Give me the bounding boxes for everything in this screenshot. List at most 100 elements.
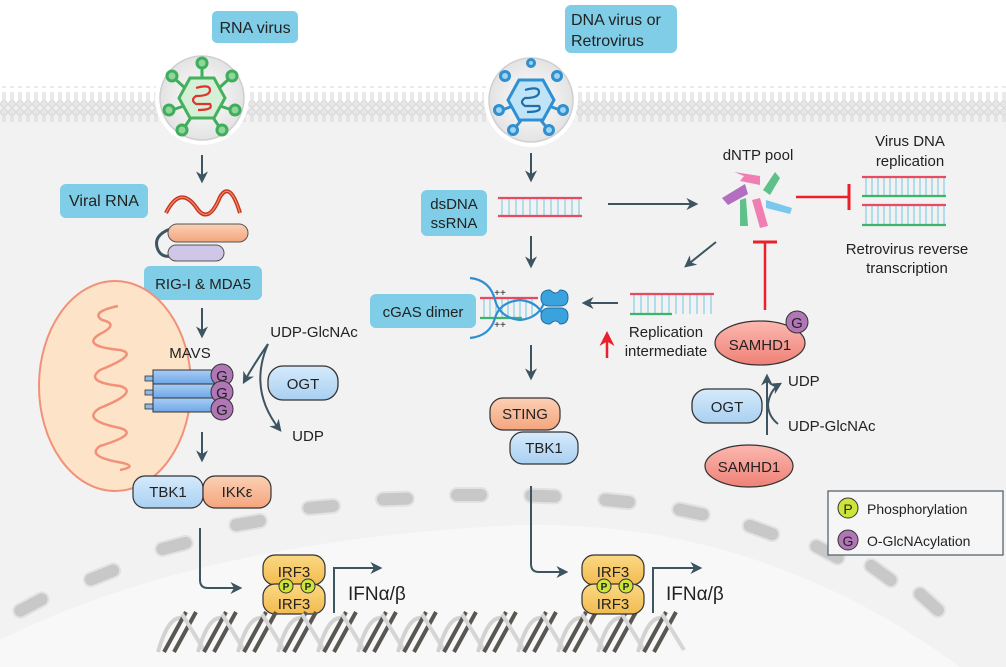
p-mark-icon: P <box>300 578 316 594</box>
dntp-pool-icon <box>722 172 792 228</box>
udp-glcnac-label-right: UDP-GlcNAc <box>788 418 876 435</box>
svg-text:DNA virus or: DNA virus or <box>571 12 661 29</box>
g-mark-icon: G <box>210 397 234 421</box>
cgas-protein-icon <box>540 289 569 325</box>
nuclear-pore-dash <box>375 490 415 508</box>
ifn-label-right: IFNα/β <box>666 584 724 605</box>
genomic-dna-helix <box>156 611 686 653</box>
mavs-proteins <box>144 369 219 413</box>
replication-intermediate-line2: intermediate <box>625 343 708 360</box>
nuclear-pore-dash <box>863 557 899 589</box>
svg-text:O-GlcNAcylation: O-GlcNAcylation <box>867 533 970 549</box>
dsdna-ladder <box>498 196 582 218</box>
nucleus <box>0 524 960 667</box>
rig-i-mda5-label-text: RIG-I & MDA5 <box>155 276 251 293</box>
svg-text:SAMHD1: SAMHD1 <box>729 337 792 354</box>
mavs-glcnac-marks: G G G <box>210 363 234 421</box>
g-mark-icon: G <box>843 533 854 549</box>
transcription-arrow-left <box>333 562 383 613</box>
charge-bottom: ++ <box>494 320 506 331</box>
udp-release-arrow <box>259 343 282 432</box>
svg-text:G: G <box>791 315 803 332</box>
nuclear-pore-dash <box>671 501 711 523</box>
svg-text:Retrovirus: Retrovirus <box>571 33 644 50</box>
replicating-dna-ladders <box>862 175 946 227</box>
charge-top: ++ <box>494 288 506 299</box>
irf3-dimer-left: IRF3 IRF3 P P <box>262 554 326 615</box>
reverse-transcription-line1: Retrovirus reverse <box>846 241 969 258</box>
svg-text:P: P <box>623 582 630 593</box>
sting-tbk1-complex: STING TBK1 <box>489 397 579 465</box>
svg-text:P: P <box>283 582 290 593</box>
cgas-dimer-label: cGAS dimer <box>370 294 476 328</box>
svg-text:dsDNA: dsDNA <box>430 196 478 213</box>
svg-text:G: G <box>216 385 228 402</box>
p-mark-icon: P <box>618 578 634 594</box>
viral-rna-strand <box>164 189 242 217</box>
udp-glcnac-label-left: UDP-GlcNAc <box>270 324 358 341</box>
irf3-bottom-label: IRF3 <box>597 596 630 613</box>
svg-text:cGAS dimer: cGAS dimer <box>383 304 464 321</box>
rig-i-protein <box>155 223 249 262</box>
samhd1-unmodified: SAMHD1 <box>704 444 794 488</box>
nuclear-pore-dash <box>82 562 122 588</box>
nuclear-pore-dash <box>12 591 50 619</box>
dsdna-ssrna-label: dsDNA ssRNA <box>421 190 487 236</box>
nuclear-pore-dash <box>597 491 637 511</box>
g-mark-icon: G <box>785 310 809 334</box>
nuclear-pore-dash <box>912 585 946 619</box>
mavs-label: MAVS <box>169 345 210 362</box>
nuclear-pore-dash <box>301 497 341 517</box>
rna-virus-label-text: RNA virus <box>219 20 290 37</box>
svg-text:OGT: OGT <box>287 376 320 393</box>
inhibit-dntp-replication <box>796 184 851 210</box>
ikke-label: IKKε <box>222 484 253 501</box>
irf3-bottom-label: IRF3 <box>278 596 311 613</box>
arrow-tbk1-to-irf3-right <box>530 486 569 578</box>
arrow-dntp-to-intermediate <box>684 241 717 268</box>
irf3-top-label: IRF3 <box>278 564 311 581</box>
transcription-arrow-right <box>652 562 703 613</box>
dna-virus-particle <box>484 53 578 147</box>
svg-text:G: G <box>216 368 228 385</box>
legend-item-o-glcnacylation: G O-GlcNAcylation <box>837 529 970 551</box>
nuclear-pore-dash <box>228 512 268 534</box>
irf3-dimer-right: IRF3 IRF3 P P <box>581 554 645 615</box>
udp-label-left: UDP <box>292 428 324 445</box>
replication-intermediate-line1: Replication <box>629 324 703 341</box>
nuclear-pore-dash <box>154 534 194 558</box>
tbk1-label-right: TBK1 <box>525 440 563 457</box>
svg-text:SAMHD1: SAMHD1 <box>718 459 781 476</box>
nuclear-pore-dash <box>449 487 489 503</box>
tbk1-ikke-complex: TBK1 IKKε <box>132 475 272 509</box>
samhd1-glcnac-modified: SAMHD1 G <box>714 310 809 366</box>
tbk1-label-left: TBK1 <box>149 484 187 501</box>
virus-dna-replication-line2: replication <box>876 153 944 170</box>
reverse-transcription-line2: transcription <box>866 260 948 277</box>
arrow-tbk1-to-irf3-left <box>199 528 243 594</box>
rig-i-mda5-label: RIG-I & MDA5 <box>144 266 262 300</box>
svg-text:G: G <box>216 402 228 419</box>
p-mark-icon: P <box>843 501 852 517</box>
irf3-top-label: IRF3 <box>597 564 630 581</box>
nuclear-envelope <box>12 487 946 619</box>
dna-virus-label: DNA virus or Retrovirus <box>565 5 677 53</box>
nuclear-pore-dash <box>741 517 781 543</box>
ogt-protein-right: OGT <box>691 388 763 424</box>
ogt-protein-left: OGT <box>267 365 339 401</box>
rna-virus-label: RNA virus <box>212 11 298 43</box>
cgas-dna-complex: ++ ++ <box>469 276 569 340</box>
nuclear-pore-dash <box>523 487 563 505</box>
udp-label-right: UDP <box>788 373 820 390</box>
replication-intermediate-ladder <box>630 292 714 316</box>
svg-text:P: P <box>305 582 312 593</box>
glcnac-transfer-samhd1 <box>761 373 783 435</box>
viral-rna-label-text: Viral RNA <box>69 193 139 210</box>
viral-rna-label: Viral RNA <box>60 184 148 218</box>
svg-text:ssRNA: ssRNA <box>431 215 478 232</box>
p-mark-icon: P <box>596 578 612 594</box>
ifn-label-left: IFNα/β <box>348 584 406 605</box>
svg-text:Phosphorylation: Phosphorylation <box>867 501 967 517</box>
svg-text:OGT: OGT <box>711 399 744 416</box>
